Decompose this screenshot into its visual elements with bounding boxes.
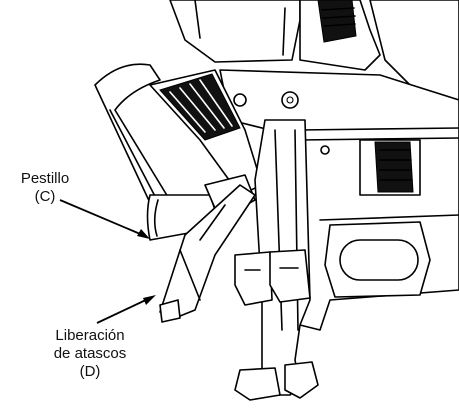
jam-release-label-line2: de atascos [53, 345, 127, 362]
frame-body [219, 69, 459, 331]
jam-release-label-line1: Liberación [55, 327, 125, 344]
jam-leader-arrow [96, 295, 156, 324]
jam-release-d-part [159, 184, 256, 323]
nose-assembly [234, 119, 319, 401]
jam-release-label-line3: (D) [79, 363, 101, 380]
latch-label-line2: (C) [34, 188, 56, 205]
latch-label: Pestillo (C) [10, 170, 80, 206]
latch-leader-arrow [59, 199, 150, 239]
jam-release-label: Liberación de atascos (D) [40, 327, 140, 381]
latch-label-line1: Pestillo [20, 170, 70, 187]
